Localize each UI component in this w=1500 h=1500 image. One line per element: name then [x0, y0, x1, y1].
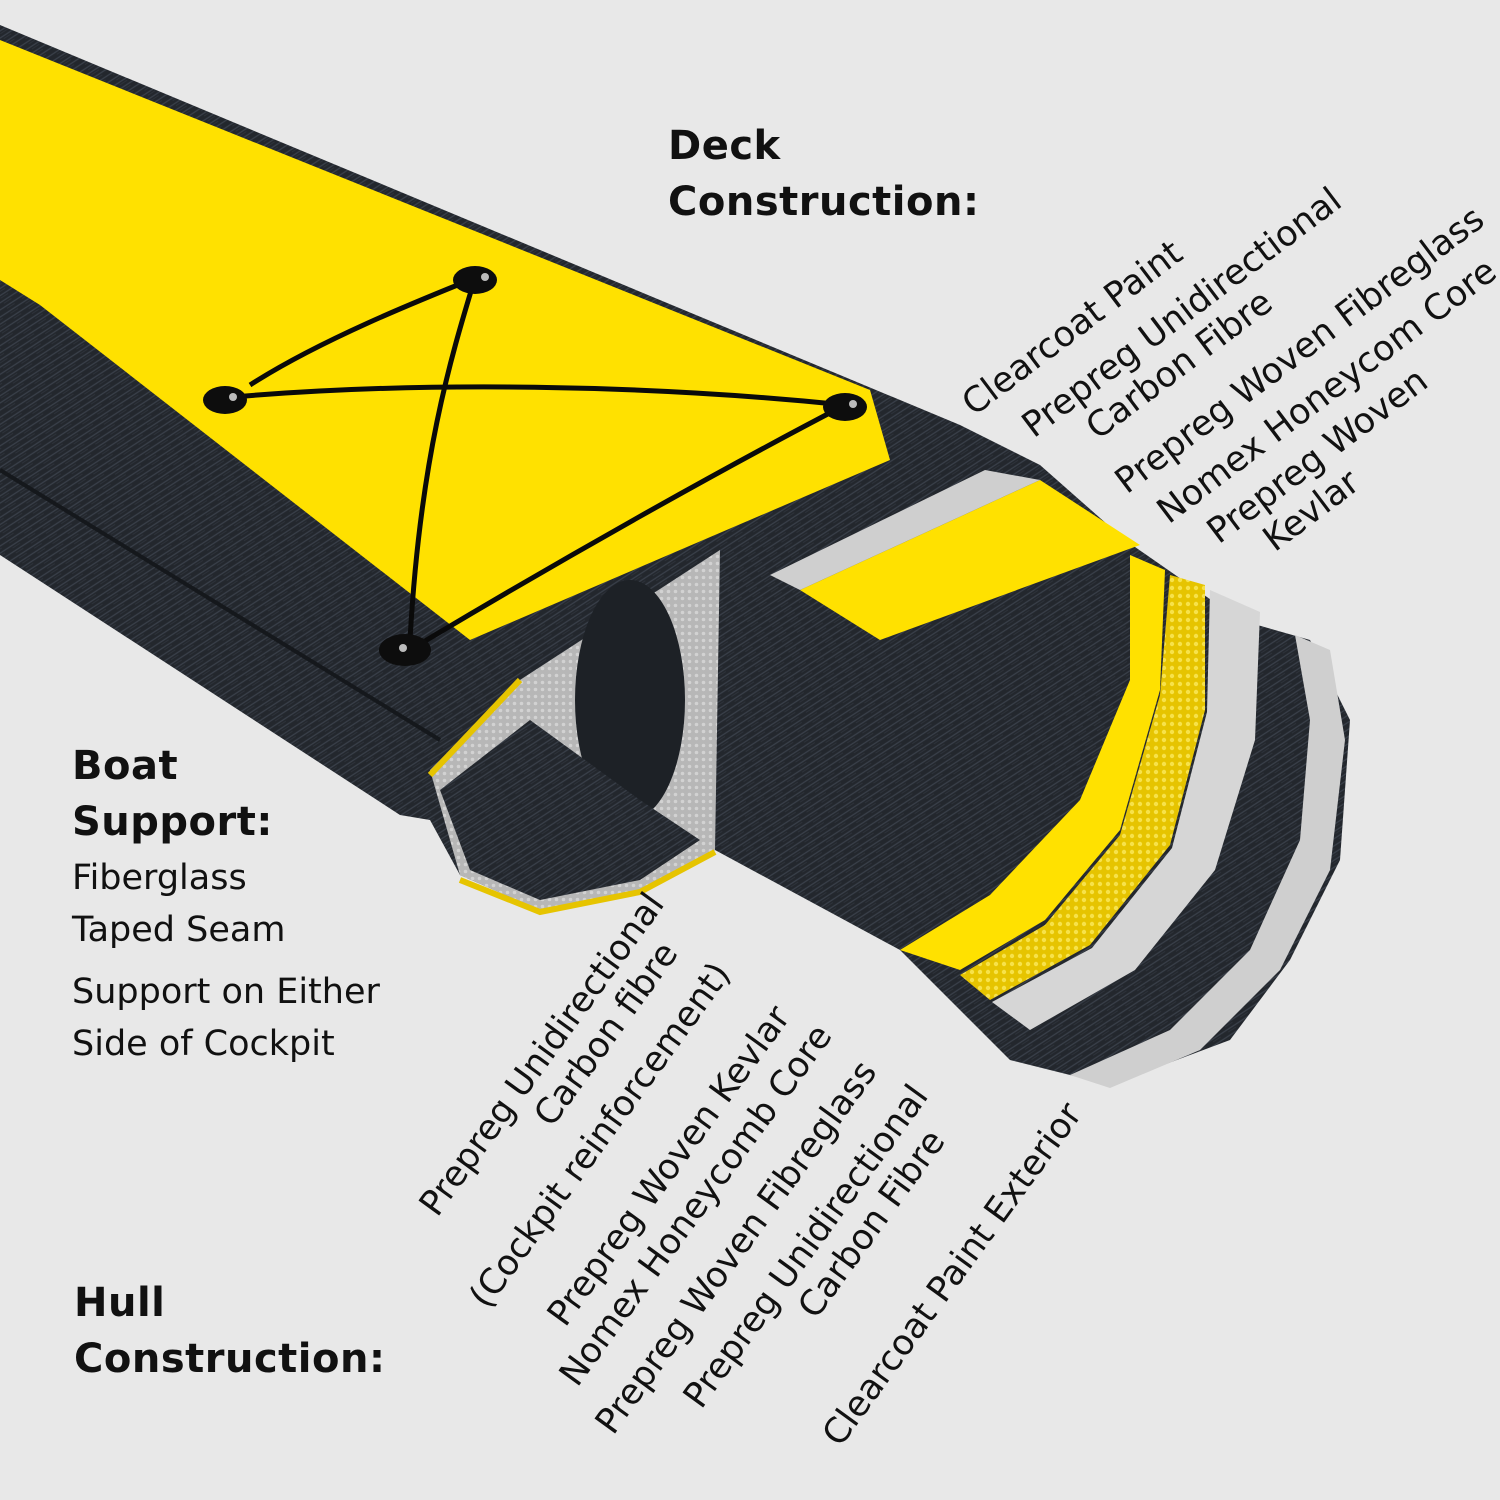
- seam-tape: [427, 677, 717, 916]
- cockpit-floor: [440, 720, 700, 900]
- deck-panel-yellow: [0, 40, 890, 640]
- cockpit-opening: [575, 580, 685, 820]
- hull-layer-honeycomb: [960, 575, 1205, 1000]
- boat-support-description: Fiberglass Taped Seam Support on Either …: [72, 858, 380, 1064]
- deck-bungee: [221, 275, 847, 653]
- deck-layer-yellow: [800, 480, 1140, 640]
- hull-layer-kevlar: [900, 555, 1165, 970]
- deck-layer-grey: [770, 470, 1040, 590]
- hull-chine-line: [0, 468, 442, 742]
- hull-layer-clearcoat: [1070, 635, 1345, 1088]
- boat-support-heading: Boat Support:: [72, 743, 273, 845]
- deck-construction-heading: Deck Construction:: [668, 123, 980, 225]
- hull-layer-fibreglass: [992, 590, 1260, 1030]
- hull-construction-heading: Hull Construction:: [74, 1280, 386, 1382]
